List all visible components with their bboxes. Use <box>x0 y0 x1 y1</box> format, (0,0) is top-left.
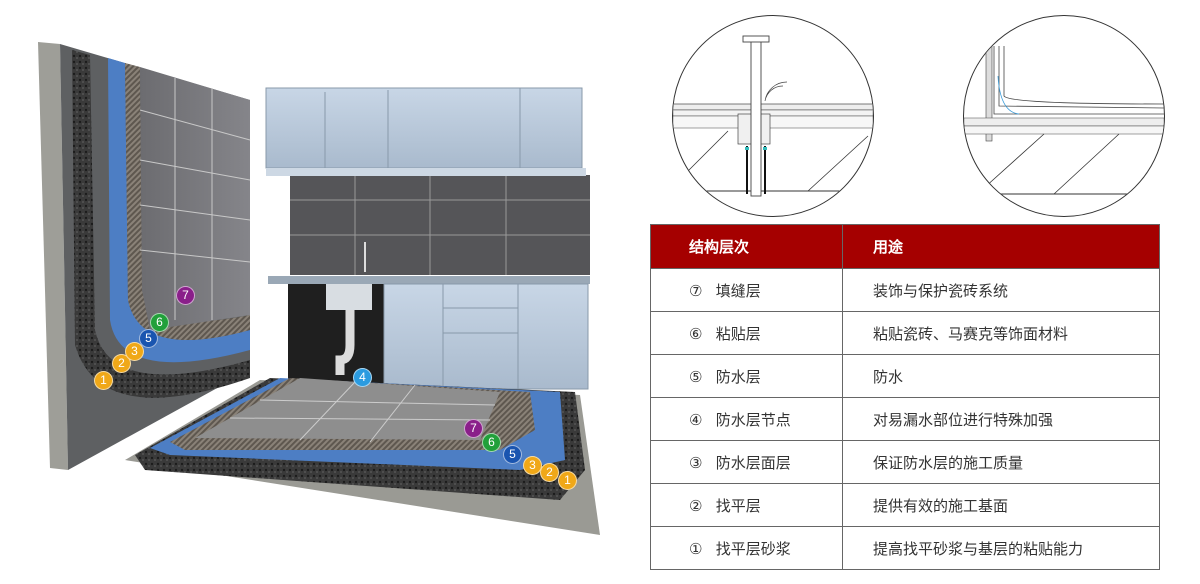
floor-layer-badge-1: 1 <box>558 471 577 490</box>
layer-number: ③ <box>689 453 703 472</box>
use-cell: 提高找平砂浆与基层的粘贴能力 <box>842 526 1160 570</box>
use-cell: 对易漏水部位进行特殊加强 <box>842 397 1160 441</box>
layer-name: 粘贴层 <box>715 324 761 343</box>
use-cell: 防水 <box>842 354 1160 398</box>
layer-name: 找平层 <box>715 496 761 515</box>
column-header-layer: 结构层次 <box>650 224 843 269</box>
kitchen-waterproofing-illustration: 1 2 3 5 6 7 4 7 6 5 3 2 1 <box>38 42 600 535</box>
table-row: ④ 防水层节点 对易漏水部位进行特殊加强 <box>650 397 1160 441</box>
layer-cell: ⑥ 粘贴层 <box>650 311 843 355</box>
table-row: ⑤ 防水层 防水 <box>650 354 1160 398</box>
layer-cell: ③ 防水层面层 <box>650 440 843 484</box>
column-header-use: 用途 <box>842 224 1160 269</box>
use-cell: 粘贴瓷砖、马赛克等饰面材料 <box>842 311 1160 355</box>
layer-cell: ② 找平层 <box>650 483 843 527</box>
use-cell: 装饰与保护瓷砖系统 <box>842 268 1160 312</box>
floor-layer-badge-6: 6 <box>482 433 501 452</box>
table-row: ③ 防水层面层 保证防水层的施工质量 <box>650 440 1160 484</box>
table-row: ⑦ 填缝层 装饰与保护瓷砖系统 <box>650 268 1160 312</box>
layer-number: ① <box>689 539 703 558</box>
layer-name: 防水层面层 <box>715 453 791 472</box>
wall-layer-badge-6: 6 <box>150 313 169 332</box>
drain-node-badge-4: 4 <box>353 368 372 387</box>
corner-section-drawing <box>964 45 1164 195</box>
layer-name: 找平层砂浆 <box>715 539 791 558</box>
table-row: ② 找平层 提供有效的施工基面 <box>650 483 1160 527</box>
use-cell: 提供有效的施工基面 <box>842 483 1160 527</box>
layer-cell: ① 找平层砂浆 <box>650 526 843 570</box>
floor-drain-detail-circle <box>672 15 874 217</box>
floor-layer-badge-5: 5 <box>503 445 522 464</box>
layer-number: ④ <box>689 410 703 429</box>
wall-layer-badge-5: 5 <box>139 329 158 348</box>
layer-number: ⑦ <box>689 281 703 300</box>
table-row: ① 找平层砂浆 提高找平砂浆与基层的粘贴能力 <box>650 526 1160 570</box>
table-row: ⑥ 粘贴层 粘贴瓷砖、马赛克等饰面材料 <box>650 311 1160 355</box>
wall-layer-badge-7: 7 <box>176 286 195 305</box>
floor-drain-section-drawing <box>673 35 873 197</box>
wall-layer-badge-3: 3 <box>125 342 144 361</box>
layer-number: ⑥ <box>689 324 703 343</box>
kitchen-cutaway-drawing <box>38 42 600 535</box>
use-cell: 保证防水层的施工质量 <box>842 440 1160 484</box>
layer-name: 防水层 <box>715 367 761 386</box>
floor-layer-badge-2: 2 <box>540 463 559 482</box>
wall-floor-corner-detail-circle <box>963 15 1165 217</box>
wall-layer-badge-1: 1 <box>94 371 113 390</box>
wall-layer-badge-2: 2 <box>112 354 131 373</box>
layer-structure-table: 结构层次 用途 ⑦ 填缝层 装饰与保护瓷砖系统 ⑥ 粘贴层 粘贴瓷砖、马赛克等饰… <box>650 224 1160 570</box>
layer-name: 防水层节点 <box>715 410 791 429</box>
table-header-row: 结构层次 用途 <box>650 224 1160 269</box>
layer-cell: ⑤ 防水层 <box>650 354 843 398</box>
floor-layer-badge-7: 7 <box>464 419 483 438</box>
layer-number: ② <box>689 496 703 515</box>
layer-number: ⑤ <box>689 367 703 386</box>
layer-name: 填缝层 <box>715 281 761 300</box>
layer-cell: ④ 防水层节点 <box>650 397 843 441</box>
layer-cell: ⑦ 填缝层 <box>650 268 843 312</box>
